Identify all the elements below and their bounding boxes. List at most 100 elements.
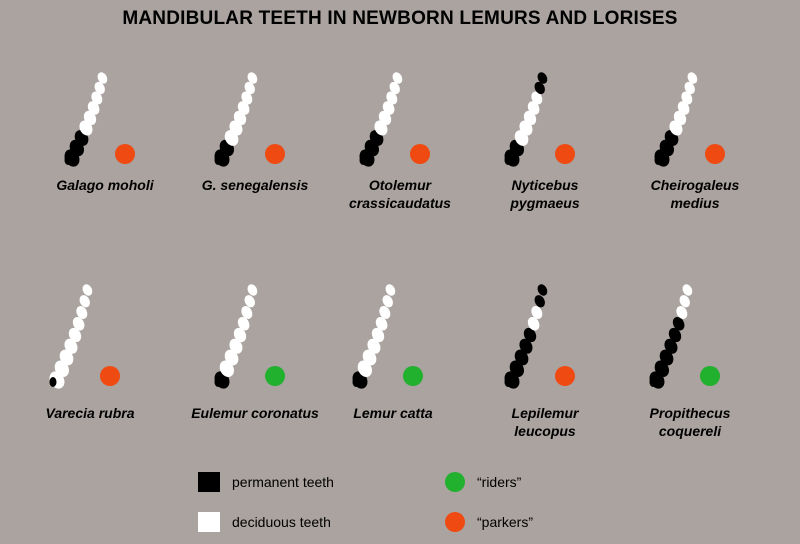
specimen-lepilemur-leucopus: Lepilemur leucopus — [470, 282, 620, 442]
species-name-line1: Lemur catta — [353, 405, 433, 421]
deciduous-tooth — [527, 101, 540, 115]
specimen-nyticebus-pygmaeus: Nyticebus pygmaeus — [470, 70, 620, 230]
deciduous-tooth — [237, 316, 250, 331]
permanent-tooth — [668, 327, 682, 343]
permanent-tooth-bud — [214, 155, 222, 165]
jaw-drawing — [654, 72, 725, 167]
permanent-tooth — [534, 295, 545, 308]
deciduous-tooth — [237, 101, 250, 115]
permanent-tooth-bud — [649, 377, 657, 387]
deciduous-tooth — [386, 91, 398, 105]
parkers-marker-dot — [555, 366, 575, 386]
deciduous-tooth — [94, 81, 105, 95]
deciduous-tooth — [244, 295, 255, 308]
deciduous-tooth — [379, 306, 391, 319]
jaw-drawing — [214, 284, 285, 389]
parkers-marker-dot — [705, 144, 725, 164]
deciduous-tooth — [247, 72, 258, 84]
permanent-tooth-bud — [64, 155, 72, 165]
permanent-tooth — [523, 327, 537, 343]
deciduous-tooth — [72, 316, 85, 331]
deciduous-tooth — [68, 327, 82, 343]
species-name-line1: G. senegalensis — [201, 177, 309, 193]
legend-permanent: permanent teeth — [198, 472, 334, 492]
permanent-tooth-bud — [504, 377, 512, 387]
deciduous-tooth — [82, 284, 93, 296]
parkers-marker-dot — [555, 144, 575, 164]
species-name-line1: Cheirogaleus — [650, 177, 740, 193]
specimen-cheirogaleus-medius: Cheirogaleus medius — [620, 70, 770, 230]
deciduous-tooth — [684, 81, 695, 95]
deciduous-tooth — [229, 338, 243, 354]
deciduous-tooth — [389, 81, 400, 95]
deciduous-tooth — [362, 349, 377, 366]
riders-marker-dot — [265, 366, 285, 386]
deciduous-tooth — [241, 306, 253, 319]
specimen-g-senegalensis: G. senegalensis — [180, 70, 330, 230]
permanent-tooth-bud — [654, 155, 662, 165]
jaw-drawing — [649, 284, 720, 389]
jaw-drawing — [64, 72, 135, 167]
legend-deciduous: deciduous teeth — [198, 512, 331, 532]
figure-title: MANDIBULAR TEETH IN NEWBORN LEMURS AND L… — [122, 8, 678, 29]
deciduous-tooth — [371, 327, 385, 343]
species-name-line1: Otolemur — [368, 177, 432, 193]
deciduous-tooth — [224, 349, 239, 366]
riders-dot — [445, 472, 465, 492]
parkers-marker-dot — [410, 144, 430, 164]
jaw-drawing — [359, 72, 430, 167]
species-name-line1: Nyticebus — [511, 177, 579, 193]
deciduous-tooth — [247, 284, 258, 296]
permanent-tooth — [659, 349, 674, 366]
permanent-tooth-bud — [49, 377, 57, 387]
permanent-tooth — [672, 316, 685, 331]
species-name-line2: crassicaudatus — [349, 195, 451, 211]
species-name-line2: medius — [670, 195, 720, 211]
jaw-drawing — [214, 72, 285, 167]
deciduous-tooth — [244, 81, 255, 95]
jaw-drawing — [49, 284, 120, 389]
permanent-tooth-bud — [504, 155, 512, 165]
deciduous-tooth — [531, 306, 543, 319]
deciduous-tooth — [679, 295, 690, 308]
permanent-tooth — [537, 284, 548, 296]
species-name-line1: Galago moholi — [56, 177, 154, 193]
permanent-tooth-bud — [352, 377, 360, 387]
deciduous-tooth — [64, 338, 78, 354]
permanent-tooth — [664, 338, 678, 354]
deciduous-tooth — [241, 91, 253, 105]
parkers-dot — [445, 512, 465, 532]
specimen-varecia-rubra: Varecia rubra — [15, 282, 165, 442]
deciduous-tooth — [91, 91, 103, 105]
specimen-propithecus-coquereli: Propithecus coquereli — [615, 282, 765, 442]
permanent-swatch — [198, 472, 220, 492]
permanent-tooth — [534, 81, 545, 95]
deciduous-tooth — [367, 338, 381, 354]
deciduous-tooth — [382, 295, 393, 308]
deciduous-tooth — [76, 306, 88, 319]
species-name-line1: Eulemur coronatus — [191, 405, 319, 421]
species-name-line2: coquereli — [658, 423, 722, 439]
parkers-marker-dot — [265, 144, 285, 164]
specimen-galago-moholi: Galago moholi — [30, 70, 180, 230]
deciduous-tooth — [385, 284, 396, 296]
jaw-drawing — [504, 284, 575, 389]
legend-parkers: “parkers” — [445, 512, 533, 532]
parkers-marker-dot — [115, 144, 135, 164]
deciduous-tooth — [682, 284, 693, 296]
jaw-drawing — [352, 284, 423, 389]
permanent-tooth — [514, 349, 529, 366]
riders-marker-dot — [403, 366, 423, 386]
deciduous-tooth — [527, 316, 540, 331]
deciduous-tooth — [677, 101, 690, 115]
deciduous-tooth — [87, 101, 100, 115]
species-name-line1: Lepilemur — [511, 405, 579, 421]
legend-riders-label: “riders” — [477, 474, 522, 490]
specimen-otolemur-crassicaudatus: Otolemur crassicaudatus — [325, 70, 475, 230]
riders-marker-dot — [700, 366, 720, 386]
species-name-line2: leucopus — [514, 423, 576, 439]
deciduous-tooth — [531, 91, 543, 105]
species-name-line2: pygmaeus — [510, 195, 580, 211]
legend-riders: “riders” — [445, 472, 521, 492]
permanent-tooth-bud — [214, 377, 222, 387]
